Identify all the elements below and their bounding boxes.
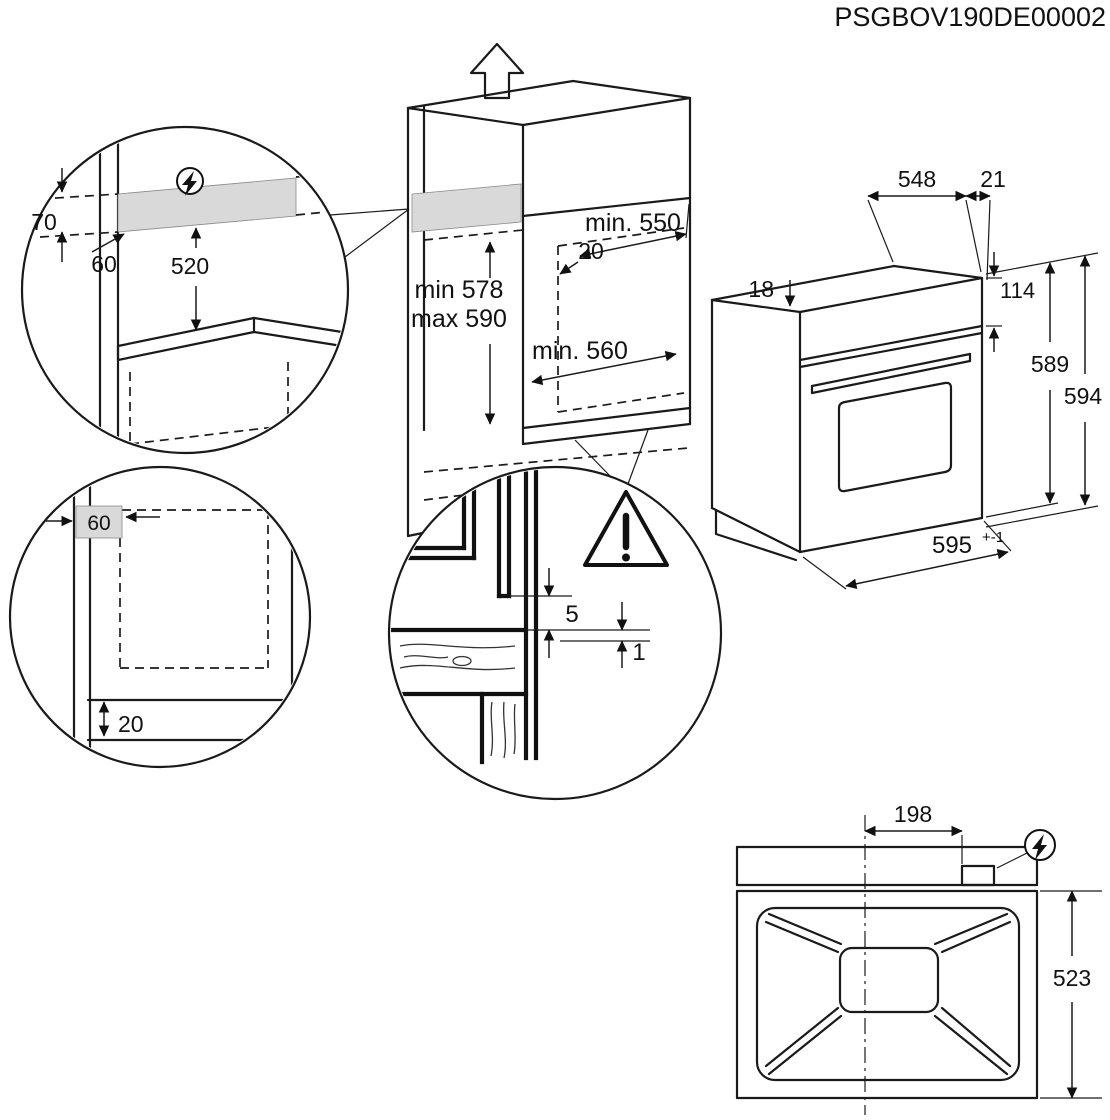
dim-connection-offset: 198 [894, 801, 932, 827]
dim-niche-height-max: max 590 [411, 305, 507, 333]
dim-niche-width: min. 560 [532, 337, 628, 365]
electric-connection-icon [176, 167, 204, 196]
dim-rear-height: 523 [1053, 965, 1091, 991]
dim-strip-height: 70 [31, 209, 57, 235]
oven-door-window [837, 381, 953, 493]
cabinet-niche-drawing: min. 550 20 min 578 max 590 min. 560 [329, 42, 692, 538]
warning-triangle-icon [583, 490, 669, 567]
plinth-detail-circle: 60 20 [8, 465, 312, 769]
oven-rear-view-drawing: 198 523 [735, 801, 1102, 1115]
dim-strip-front-offset: 60 [91, 251, 117, 277]
mains-strip-highlight [411, 183, 522, 233]
dim-niche-depth: min. 550 [585, 209, 681, 237]
dim-clearance-top: 5 [565, 601, 578, 628]
side-offset-highlight [75, 505, 123, 539]
dim-strip-height-above-shelf: 520 [171, 253, 209, 279]
electric-connection-icon [996, 829, 1056, 869]
oven-isometric-drawing: 548 21 18 114 589 594 595 +-1 [710, 166, 1103, 590]
dim-oven-width-tolerance: +-1 [982, 529, 1004, 546]
up-arrow-icon [469, 42, 525, 100]
mains-connection-box [960, 864, 996, 887]
dim-oven-depth: 548 [898, 166, 936, 192]
dim-clearance-bottom: 1 [632, 639, 645, 666]
dim-oven-top-recess: 18 [748, 276, 774, 302]
dim-oven-panel-height: 114 [1000, 278, 1035, 303]
document-code: PSGBOV190DE00002 [834, 2, 1106, 32]
socket-detail-circle: 70 60 520 [20, 125, 350, 455]
dim-oven-width: 595 [932, 532, 972, 559]
dim-plinth-gap: 20 [118, 711, 144, 737]
dim-oven-front-overhang: 21 [980, 166, 1006, 192]
dim-side-offset: 60 [87, 512, 110, 535]
dim-niche-rear-offset: 20 [578, 238, 604, 264]
dim-oven-height-rear: 589 [1031, 351, 1069, 377]
dim-niche-height-min: min 578 [415, 276, 504, 304]
dim-oven-height-front: 594 [1064, 383, 1103, 409]
gap-detail-circle: 5 1 [387, 465, 723, 801]
